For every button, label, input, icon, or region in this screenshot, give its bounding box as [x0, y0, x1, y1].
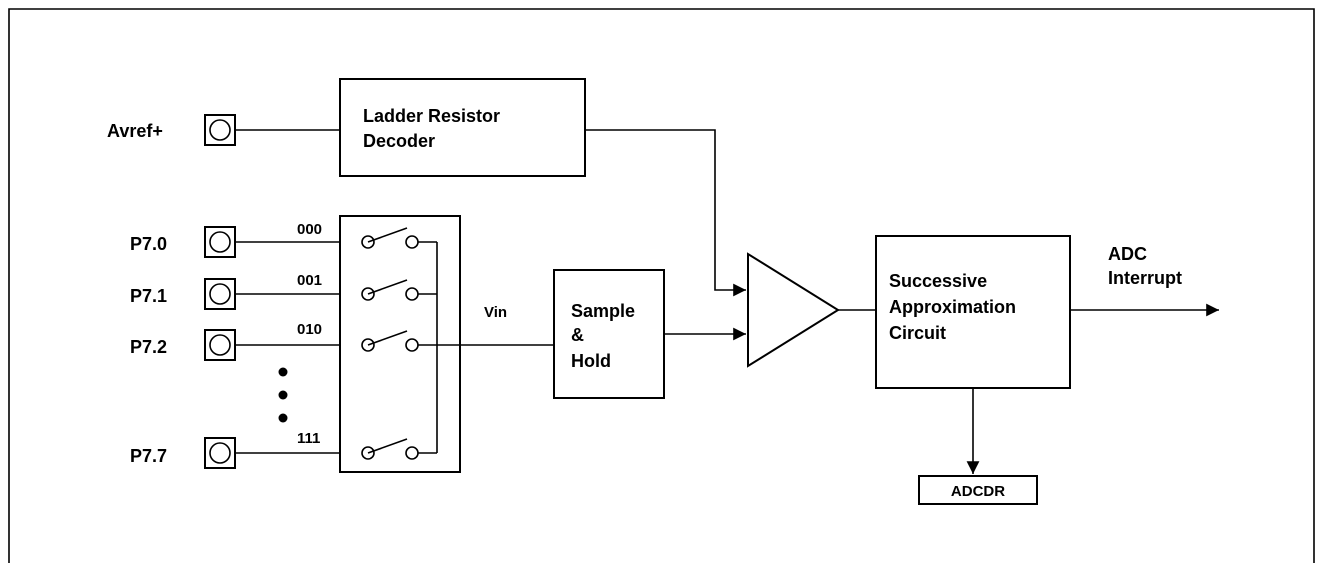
adc-interrupt-line1: ADC — [1108, 244, 1147, 264]
switch-000 — [361, 227, 437, 249]
ladder-to-comparator-wire — [585, 129, 746, 297]
sac-line3: Circuit — [889, 323, 946, 343]
sac-line2: Approximation — [889, 297, 1016, 317]
sac-line1: Successive — [889, 271, 987, 291]
avref-pin — [204, 114, 236, 146]
switch-001 — [361, 279, 437, 301]
switch-111 — [361, 438, 437, 460]
p71-label: P7.1 — [130, 286, 167, 306]
sample-hold-line2: & — [571, 325, 584, 345]
p77-label: P7.7 — [130, 446, 167, 466]
adcdr-box — [918, 475, 1038, 505]
code-010: 010 — [297, 321, 322, 338]
frame-border — [8, 8, 1315, 563]
p72-label: P7.2 — [130, 337, 167, 357]
p77-pin — [204, 437, 236, 469]
p72-pin — [204, 329, 236, 361]
multiplexer-box — [339, 215, 461, 473]
code-111: 111 — [297, 430, 320, 447]
ellipsis-dot-2 — [278, 390, 288, 400]
p70-label: P7.0 — [130, 234, 167, 254]
ellipsis-dot-1 — [278, 367, 288, 377]
p71-pin — [204, 278, 236, 310]
code-000: 000 — [297, 221, 322, 238]
code-001: 001 — [297, 272, 322, 289]
ladder-label-line2: Decoder — [363, 131, 435, 151]
ladder-label-line1: Ladder Resistor — [363, 106, 500, 126]
p70-pin — [204, 226, 236, 258]
sample-hold-box — [553, 269, 665, 399]
vin-label: Vin — [484, 304, 507, 321]
switch-010 — [361, 330, 437, 352]
comparator-triangle — [747, 252, 840, 368]
sample-hold-line1: Sample — [571, 301, 635, 321]
sample-hold-line3: Hold — [571, 351, 611, 371]
successive-approximation-box — [875, 235, 1071, 389]
adc-interrupt-line2: Interrupt — [1108, 268, 1182, 288]
ellipsis-dot-3 — [278, 413, 288, 423]
ladder-resistor-decoder-box — [339, 78, 586, 177]
avref-label: Avref+ — [107, 121, 163, 141]
adcdr-label: ADCDR — [951, 483, 1005, 500]
